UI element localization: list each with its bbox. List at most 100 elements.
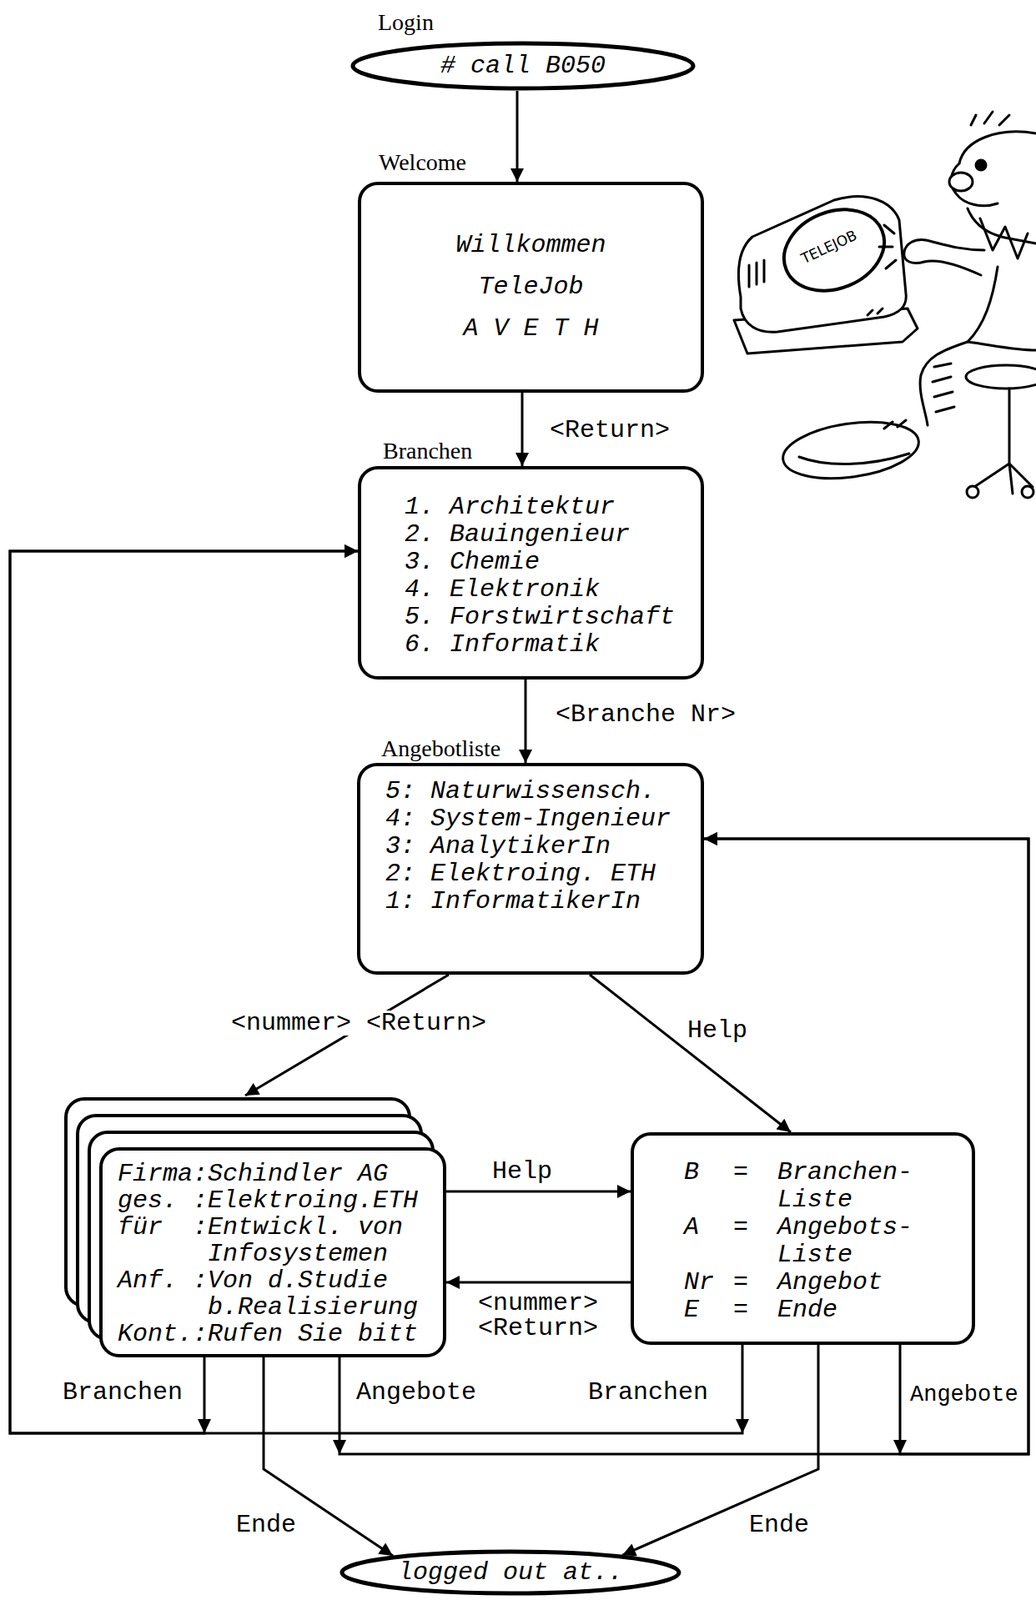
login-terminal: Login# call B050 bbox=[350, 40, 696, 91]
screen-title: Login bbox=[377, 10, 434, 36]
ellipse-outline bbox=[352, 43, 694, 89]
flow-arrow bbox=[589, 975, 791, 1133]
cartoon-user bbox=[734, 111, 1036, 498]
logout-terminal: logged out at.. bbox=[339, 1549, 682, 1597]
arrow-head bbox=[735, 1419, 750, 1434]
menu-entry: = bbox=[733, 1214, 778, 1270]
box-text: Willkommen bbox=[455, 224, 606, 267]
nose bbox=[949, 172, 973, 192]
arrow-label: Ende bbox=[747, 1513, 811, 1539]
shoe bbox=[779, 414, 922, 487]
vents bbox=[749, 260, 765, 287]
menu-entry: = bbox=[733, 1159, 778, 1215]
welcome-screen: WelcomeWillkommenTeleJobA V E T H bbox=[357, 181, 705, 393]
screen-title: Welcome bbox=[378, 150, 467, 176]
menu-entry: = bbox=[733, 1297, 778, 1325]
flow-arrow bbox=[524, 679, 528, 764]
flow-arrow bbox=[446, 1282, 631, 1285]
box-text: ges. :Elektroing.ETH bbox=[117, 1187, 426, 1215]
screen-title: Branchen bbox=[382, 438, 473, 464]
box-body: 1. Architektur2. Bauingenieur3. Chemie4.… bbox=[404, 493, 675, 659]
box-text: 2: Elektroing. ETH bbox=[385, 860, 671, 889]
arrow-label: Branchen bbox=[60, 1380, 185, 1406]
screen-logo: TELEJOB bbox=[798, 226, 860, 267]
tie-pattern bbox=[980, 218, 1028, 259]
arrow-head bbox=[332, 1440, 347, 1455]
menu-entry: A bbox=[683, 1214, 734, 1270]
hair-strands bbox=[970, 111, 1010, 126]
help-screen: B=Branchen- ListeA=Angebots- ListeNr=Ang… bbox=[630, 1132, 976, 1346]
menu-entry: Ende bbox=[777, 1297, 924, 1325]
screen-title: Angebotliste bbox=[381, 736, 501, 762]
menu-entry: Angebots- Liste bbox=[777, 1214, 924, 1270]
arrow-label: Help bbox=[490, 1159, 554, 1185]
eye bbox=[975, 160, 986, 171]
box-text: TeleJob bbox=[455, 266, 606, 308]
box-text: 2. Bauingenieur bbox=[404, 521, 675, 549]
branchen-screen: Branchen1. Architektur2. Bauingenieur3. … bbox=[357, 466, 705, 680]
box-text: Kont.:Rufen Sie bitt bbox=[117, 1321, 426, 1348]
box-text: 1. Architektur bbox=[404, 493, 675, 522]
box-text: 1: InformatikerIn bbox=[385, 888, 671, 916]
box-text: # call B050 bbox=[440, 52, 606, 81]
box-text: 4. Elektronik bbox=[404, 576, 675, 604]
arrow-label: Help bbox=[685, 1018, 750, 1044]
box-text: A V E T H bbox=[455, 307, 606, 350]
box-body: 5: Naturwissensch.4: System-Ingenieur3: … bbox=[385, 778, 671, 916]
arrow-label: Angebote bbox=[354, 1380, 478, 1406]
flow-arrow bbox=[521, 392, 524, 467]
menu-entry: B bbox=[683, 1159, 734, 1215]
box-body: Firma:Schindler AGges. :Elektroing.ETHfü… bbox=[117, 1161, 426, 1348]
arrow-head bbox=[893, 1440, 907, 1455]
chair-base bbox=[974, 388, 1033, 494]
arrow-label: <Return> bbox=[548, 417, 672, 443]
menu-entry: Nr bbox=[683, 1269, 734, 1298]
arrow-label: Ende bbox=[234, 1513, 298, 1539]
box-text: Anf. :Von d.Studie b.Realisierung bbox=[117, 1267, 426, 1322]
flow-arrow bbox=[622, 1345, 819, 1556]
arrow-label: Branchen bbox=[586, 1380, 710, 1406]
motion-lines bbox=[879, 225, 896, 269]
angebot-list-screen: Angebotliste5: Naturwissensch.4: System-… bbox=[357, 763, 705, 976]
box-text: 4: System-Ingenieur bbox=[385, 805, 671, 834]
menu-entry: = bbox=[733, 1269, 778, 1298]
screen bbox=[771, 195, 896, 306]
leg bbox=[920, 266, 998, 426]
box-text: 3: AnalytikerIn bbox=[385, 833, 671, 861]
arm bbox=[904, 240, 985, 276]
sock-stripes bbox=[932, 363, 955, 413]
box-body: WillkommenTeleJobA V E T H bbox=[455, 224, 606, 350]
arrow-head bbox=[197, 1419, 212, 1434]
box-text: 5. Forstwirtschaft bbox=[404, 603, 675, 632]
arrow-label: Angebote bbox=[908, 1383, 1021, 1409]
box-body: logged out at.. bbox=[397, 1559, 624, 1588]
box-text: 6. Informatik bbox=[404, 631, 675, 659]
arrow-label: <nummer> <Return> bbox=[229, 1010, 488, 1036]
shoe-details bbox=[799, 420, 910, 465]
box-text: logged out at.. bbox=[397, 1559, 624, 1588]
box-body: # call B050 bbox=[440, 52, 606, 81]
hair bbox=[959, 131, 1036, 164]
menu-entry: E bbox=[683, 1297, 734, 1325]
thigh bbox=[967, 341, 1036, 351]
ellipse-outline bbox=[341, 1552, 679, 1595]
box-text: 3. Chemie bbox=[404, 548, 675, 577]
menu-entry: Branchen- Liste bbox=[777, 1159, 924, 1215]
keys bbox=[867, 308, 883, 316]
arrow-label: <nummer> <Return> bbox=[476, 1291, 605, 1342]
chair-seat bbox=[965, 365, 1036, 389]
menu-entry: Angebot bbox=[777, 1269, 924, 1298]
flow-arrow bbox=[516, 90, 519, 182]
box-body: B=Branchen- ListeA=Angebots- ListeNr=Ang… bbox=[683, 1159, 924, 1325]
box-text: 5: Naturwissensch. bbox=[385, 778, 671, 806]
offer-card: Firma:Schindler AGges. :Elektroing.ETHfü… bbox=[99, 1147, 447, 1358]
box-text: Firma:Schindler AG bbox=[117, 1161, 426, 1188]
arrow-label: <Branche Nr> bbox=[553, 702, 738, 728]
chair-wheel bbox=[1021, 486, 1034, 498]
flow-arrow bbox=[446, 1191, 631, 1194]
chair-wheel bbox=[966, 486, 979, 498]
box-text: für :Entwickl. von Infosystemen bbox=[117, 1214, 426, 1268]
